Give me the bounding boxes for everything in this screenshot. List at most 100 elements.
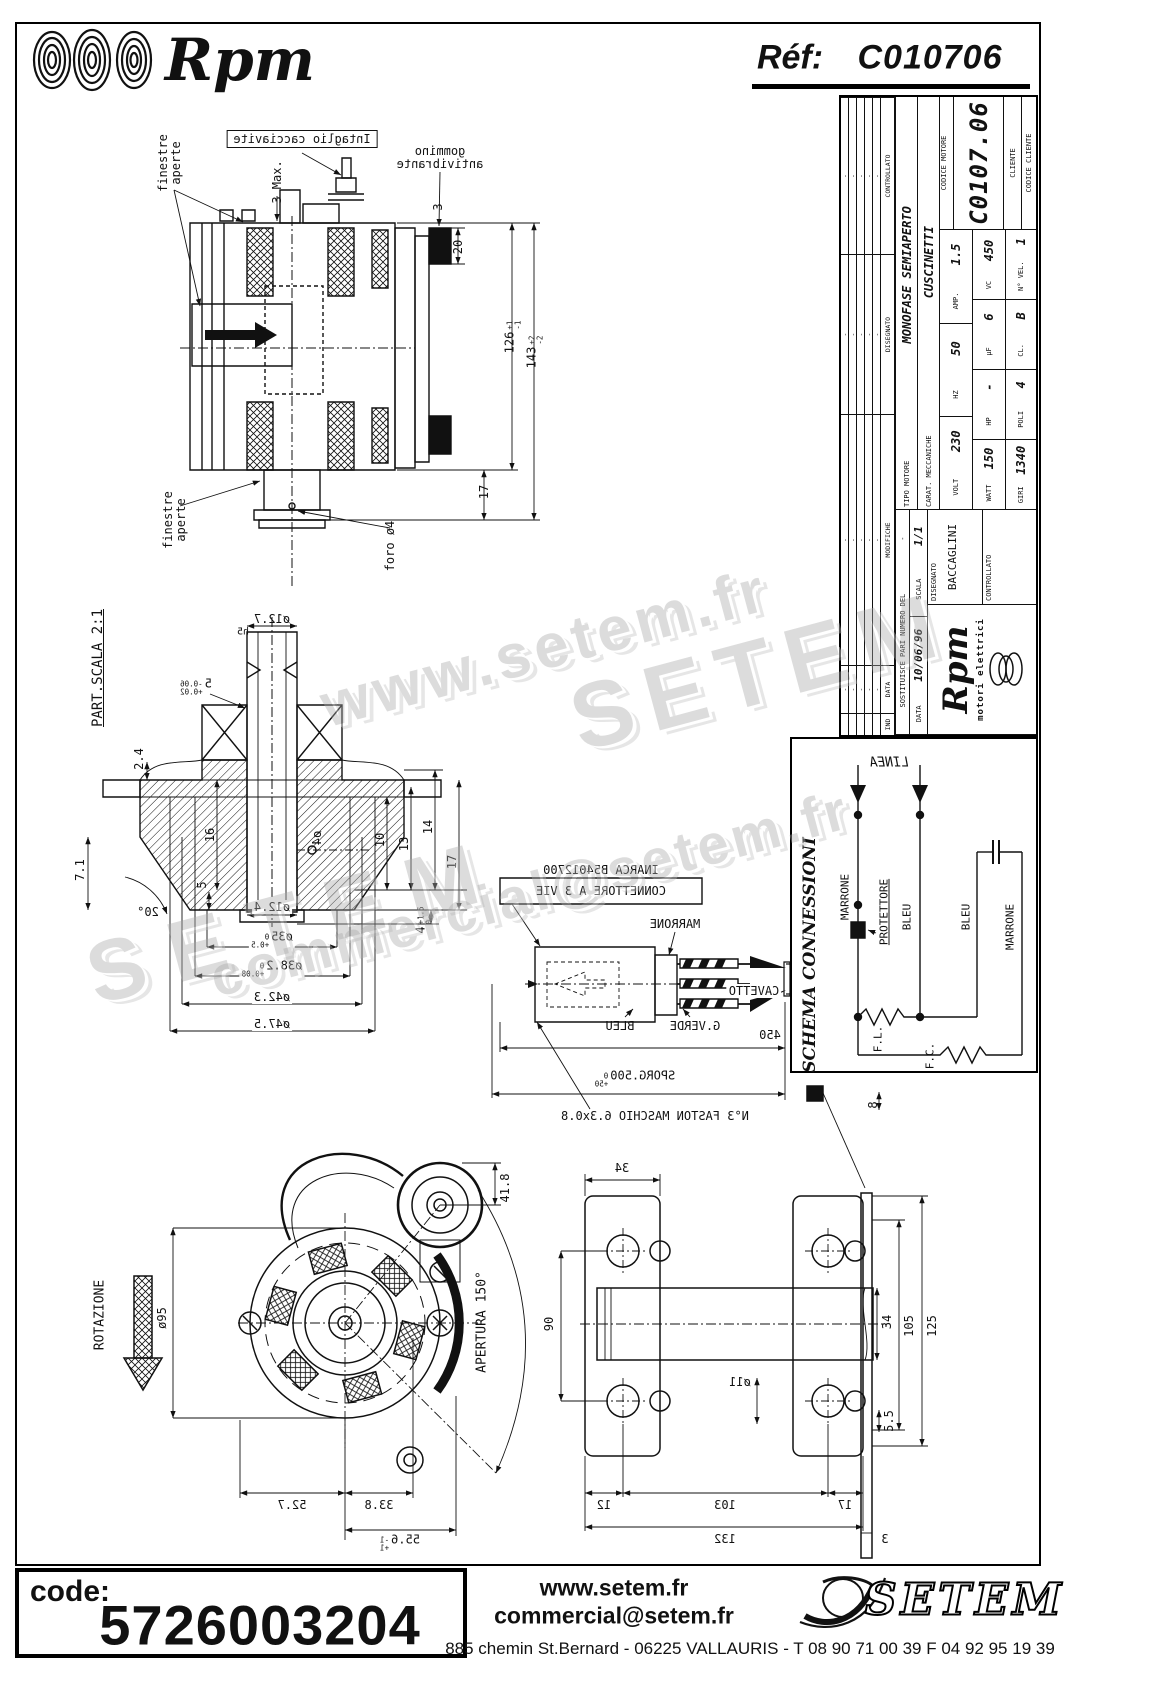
rpm-logo-sub: motori elettrici: [976, 618, 986, 721]
rotazione-label: ROTAZIONE: [92, 1279, 108, 1351]
section-drawing: [85, 612, 495, 1034]
dim-126: 126+1-1: [502, 320, 523, 354]
intaglio-cacciavite-label: Intaglio cacciavite: [226, 130, 378, 148]
dim-17: 17: [477, 484, 491, 500]
dim-3: 3: [431, 203, 445, 211]
dim-143: 143+2-2: [524, 335, 545, 369]
bracket-drawing: [558, 1080, 955, 1565]
dim-52-7: 52.7: [277, 1498, 307, 1512]
wire-bleu-label: BLEU: [605, 1019, 635, 1033]
nvel-cell: N° VEL.1: [1005, 230, 1036, 300]
front-view-drawing: [122, 1148, 513, 1568]
setem-logo-text: SETEM: [864, 1574, 1066, 1627]
dim-55-6: 55.6-1+1: [380, 1532, 420, 1553]
dim-14: 14: [421, 819, 435, 835]
schema-fl: F.L.: [871, 1025, 885, 1053]
dim-d11: ø11: [729, 1375, 751, 1389]
dim-3-bracket: 3: [881, 1532, 889, 1546]
dim-5b: 5: [195, 881, 209, 889]
code-box: [15, 1568, 467, 1658]
code-label: code:: [29, 1575, 111, 1608]
codice-motore-value-cell: C0107.06: [953, 97, 1003, 230]
dim-105: 105: [902, 1315, 916, 1337]
protettore-label: PROTETTORE: [877, 878, 891, 946]
schema-bleu-2: BLEU: [959, 903, 973, 931]
schema-bleu-1: BLEU: [900, 903, 914, 931]
faston-label: N°3 FASTON MASCHIO 6.3x0.8: [561, 1109, 749, 1123]
dim-41-8: 41.8: [498, 1173, 512, 1203]
dim-d12-4: ø12.4: [251, 900, 293, 914]
dim-5-5: 5.5: [882, 1410, 896, 1432]
sheet-frame: [15, 22, 1041, 1566]
dim-17b: 17: [445, 854, 459, 870]
schema-box: [790, 737, 1038, 1073]
schema-title: SCHEMA CONNESSIONI: [800, 837, 820, 1073]
dim-h5: h5: [236, 626, 250, 638]
ref-underline: [752, 84, 1030, 89]
footer-email: commercial@setem.fr: [494, 1602, 734, 1629]
dim-13: 13: [397, 836, 411, 852]
dim-132: 132: [714, 1532, 736, 1546]
sostituisce-cell: SOSTITUISCE PARI NUMERO DEL-: [895, 510, 909, 735]
codice-cliente-cell: CODICE CLIENTE: [1021, 97, 1036, 230]
dim-17-bracket: 17: [837, 1498, 853, 1512]
hp-cell: HP-: [972, 370, 1005, 440]
cl-cell: CL.B: [1005, 300, 1036, 370]
dim-16: 16: [203, 827, 217, 843]
dim-103: 103: [714, 1498, 736, 1512]
title-block: ---- ---- ---- ---- ---- IND DATA MODIFI…: [839, 95, 1038, 737]
rpm-coil-icon: [32, 28, 153, 92]
dim-3max: 3 Max.: [270, 160, 284, 204]
schema-marrone-1: MARRONE: [838, 873, 852, 921]
footer-site: www.setem.fr: [539, 1574, 689, 1601]
dim-5-tol: 5-0.06+0.02: [180, 676, 212, 697]
controllato-cell: CONTROLLATO: [982, 510, 1036, 605]
section-title: PART.SCALA 2:1: [90, 608, 106, 728]
setem-logo-icon: [795, 1572, 895, 1630]
schema-drawing: [850, 737, 1038, 1073]
connector-drawing: [440, 852, 790, 1142]
schema-marrone-2: MARRONE: [1003, 903, 1017, 951]
dim-7-1: 7.1: [73, 859, 87, 881]
cavetto-label: CAVETTO: [726, 984, 782, 998]
codice-motore-label-cell: CODICE MOTORE: [939, 97, 953, 230]
side-view-drawing: [40, 108, 540, 618]
dim-d12-7: ø12.7: [253, 612, 291, 626]
rpm-coil-small-icon: [989, 652, 1023, 687]
dim-34-top: 34: [614, 1161, 630, 1175]
dim-d95: ø95: [155, 1307, 169, 1329]
connector-title: CONNETTORE A 3 VIE: [535, 884, 667, 898]
schema-fc: F.C.: [923, 1042, 937, 1070]
amp-cell: AMP.1.5: [939, 230, 972, 324]
brand-text: Rpm: [164, 26, 316, 94]
dim-125: 125: [925, 1315, 939, 1337]
connector-part-no: INARCA B54012700: [543, 863, 659, 877]
footer-address: 885 chemin St.Bernard - 06225 VALLAURIS …: [445, 1639, 1055, 1658]
linea-label: LINEA: [869, 755, 909, 771]
dim-8: 8: [866, 1101, 880, 1109]
dim-2-4: 2.4: [132, 748, 146, 770]
dim-12: 12: [596, 1498, 612, 1512]
foro-label: foro ø4: [383, 520, 397, 572]
dim-20: 20: [451, 239, 465, 255]
ref-label: Réf:: [756, 38, 824, 77]
dim-33-8: 33.8: [364, 1498, 394, 1512]
dim-d4: ø4: [310, 830, 324, 846]
code-value: 5726003204: [99, 1593, 421, 1657]
